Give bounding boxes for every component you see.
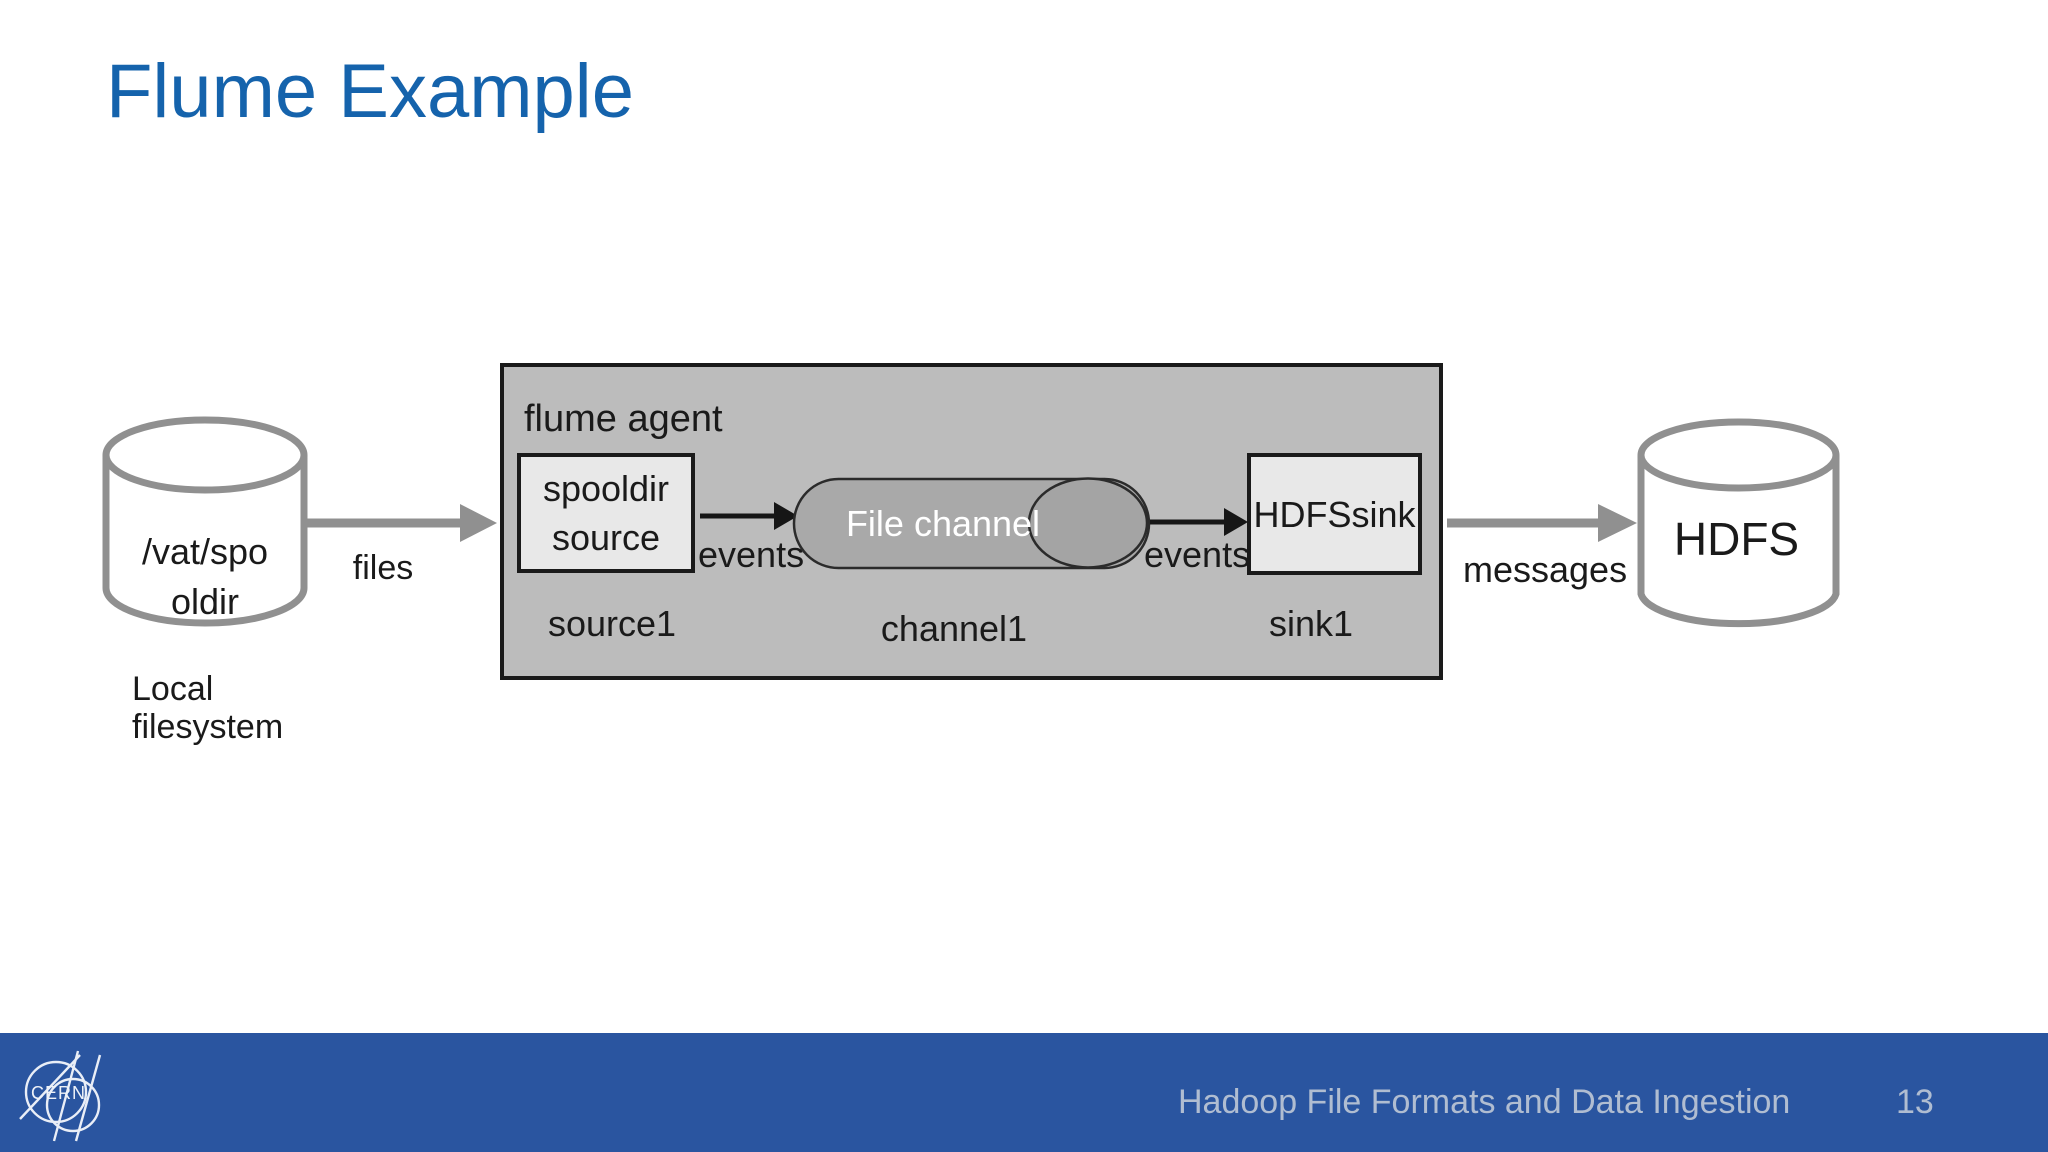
sink1-label: sink1 [1268, 603, 1354, 644]
footer-page-number: 13 [1896, 1083, 1934, 1121]
channel1-label: channel1 [880, 608, 1028, 649]
events-left-arrow [700, 502, 798, 530]
local-filesystem-caption-line1: Local [132, 670, 214, 708]
hdfs-cylinder-icon [1637, 418, 1840, 628]
files-label: files [352, 549, 414, 587]
messages-label: messages [1463, 549, 1628, 590]
cern-logo-text: CERN [31, 1083, 86, 1103]
files-arrow [307, 504, 497, 542]
footer-bar: CERN Hadoop File Formats and Data Ingest… [0, 1033, 2048, 1152]
local-filesystem-caption-line2: filesystem [132, 708, 284, 746]
spooldir-source-line1: spooldir [542, 468, 670, 509]
page-title: Flume Example [106, 49, 634, 134]
local-filesystem-cylinder-icon [102, 416, 308, 627]
hdfssink-box: HDFSsink [1247, 453, 1422, 575]
spooldir-source-box: spooldir source [517, 453, 695, 573]
flume-agent-title: flume agent [524, 398, 723, 440]
local-filesystem-caption: Local filesystem [132, 670, 283, 746]
spooldir-source-line2: source [551, 517, 661, 558]
file-channel-label: File channel [845, 503, 1041, 544]
events-right-arrow [1150, 508, 1248, 536]
events-left-label: events [698, 534, 805, 575]
file-channel-shape [792, 477, 1151, 570]
local-dir-label-line1: /vat/spo [141, 531, 269, 572]
source1-label: source1 [547, 603, 677, 644]
footer-title: Hadoop File Formats and Data Ingestion [1178, 1083, 1791, 1121]
local-dir-label-line2: oldir [170, 581, 240, 622]
cern-logo-icon: CERN [19, 1050, 102, 1142]
messages-arrow [1447, 504, 1637, 542]
hdfssink-label: HDFSsink [1253, 493, 1416, 535]
hdfs-label: HDFS [1673, 513, 1800, 565]
local-dir-label: /vat/spo oldir [103, 527, 307, 627]
events-right-label: events [1144, 534, 1251, 575]
